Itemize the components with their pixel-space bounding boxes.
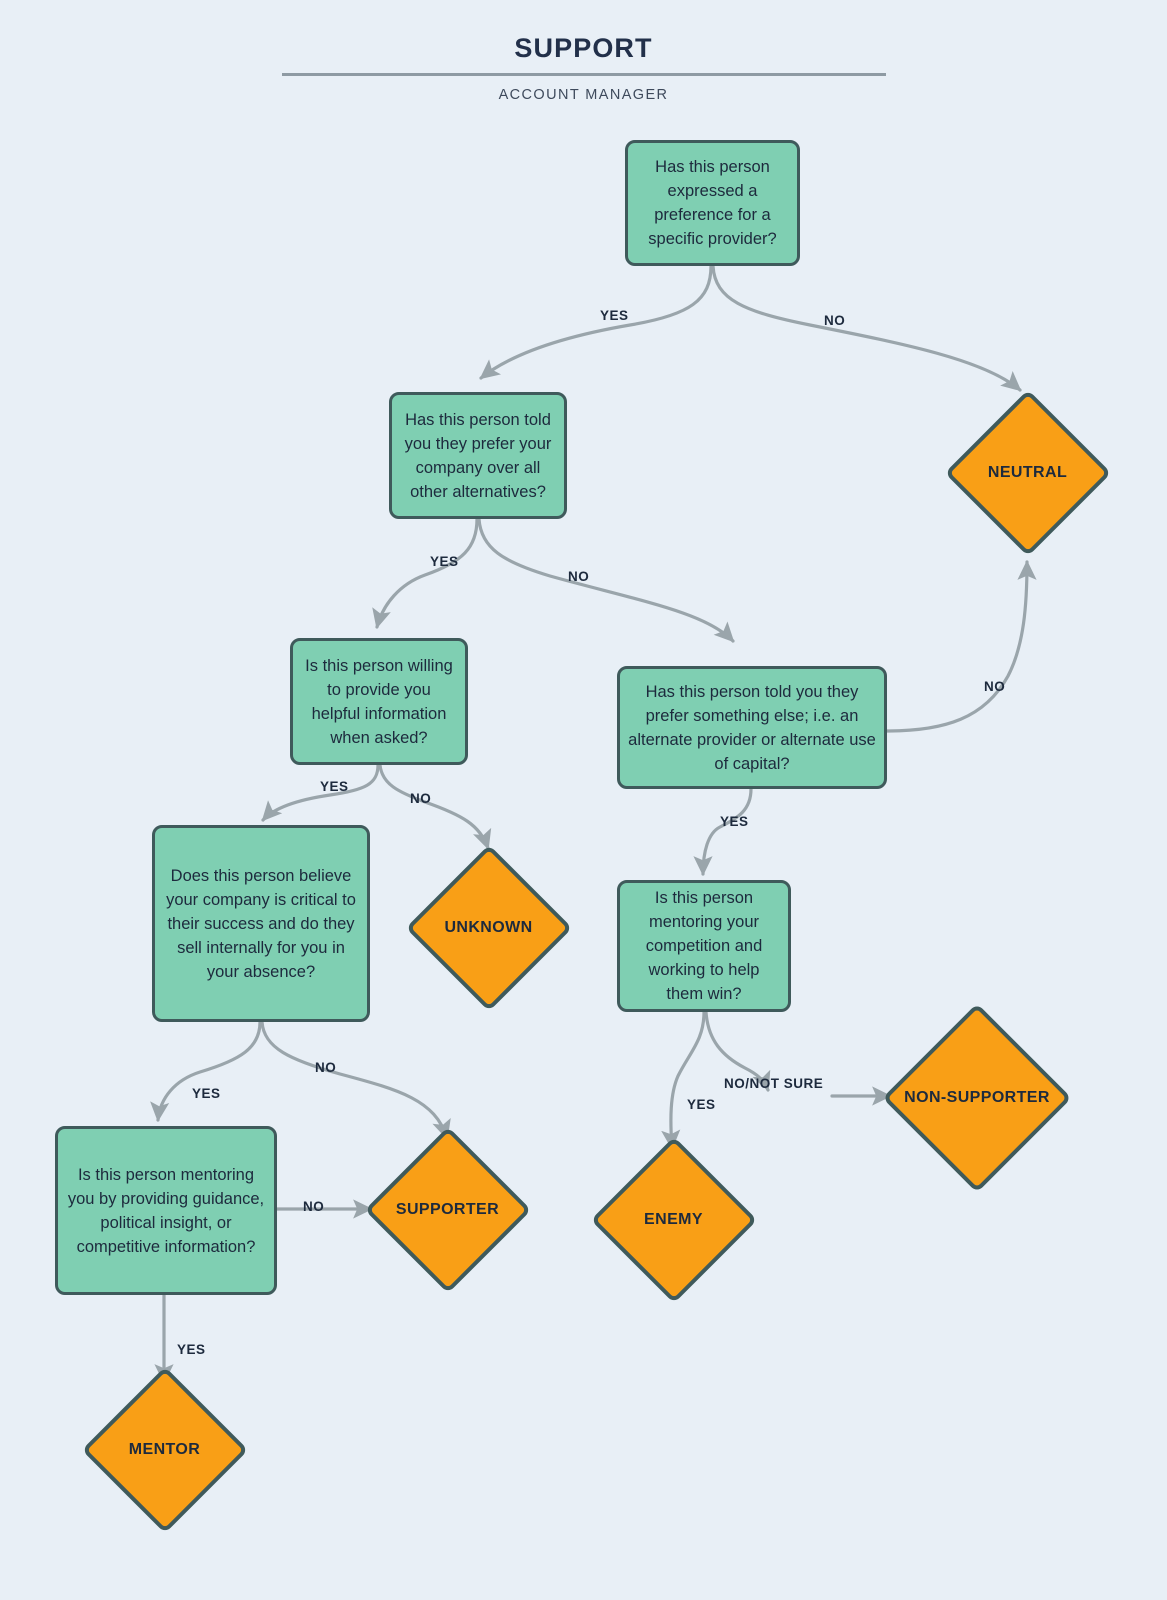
outcome-label: SUPPORTER (395, 1200, 500, 1218)
edge-q4-yes (693, 787, 753, 876)
question-node-mentoring-you[interactable]: Is this person mentoring you by providin… (55, 1126, 277, 1295)
question-node-mentoring-competition[interactable]: Is this person mentoring your competitio… (617, 880, 791, 1012)
chart-header: SUPPORT ACCOUNT MANAGER (0, 0, 1167, 103)
question-text: Is this person mentoring your competitio… (645, 889, 763, 1003)
question-text: Does this person believe your company is… (166, 866, 356, 981)
question-text: Has this person told you they prefer you… (404, 410, 552, 501)
outcome-node-non-supporter[interactable]: NON-SUPPORTER (882, 1003, 1072, 1193)
edge-q2-yes (372, 517, 479, 629)
edge-q3-no (378, 763, 492, 850)
question-node-prefer-something-else[interactable]: Has this person told you they prefer som… (617, 666, 887, 789)
edge-q4-no (885, 560, 1037, 733)
question-node-prefer-your-company[interactable]: Has this person told you they prefer you… (389, 392, 567, 519)
outcome-label: MENTOR (128, 1440, 201, 1458)
header-divider (281, 73, 886, 76)
question-node-critical-to-success[interactable]: Does this person believe your company is… (152, 825, 370, 1022)
edge-label-q6-yes: YES (687, 1097, 716, 1112)
question-node-preference[interactable]: Has this person expressed a preference f… (625, 140, 800, 266)
outcome-label: NON-SUPPORTER (904, 1089, 1050, 1106)
edge-label-q2-yes: YES (430, 554, 459, 569)
outcome-label: NEUTRAL (987, 463, 1068, 481)
question-text: Has this person expressed a preference f… (648, 158, 777, 248)
page-subtitle: ACCOUNT MANAGER (498, 87, 669, 103)
edge-q1-no (711, 264, 1022, 392)
edge-q1-yes (479, 264, 713, 380)
edge-label-q4-yes: YES (720, 814, 749, 829)
question-text: Has this person told you they prefer som… (628, 682, 876, 773)
edge-q2-no (477, 517, 735, 643)
outcome-node-neutral[interactable]: NEUTRAL (944, 389, 1111, 556)
edge-label-q3-yes: YES (320, 779, 349, 794)
page-title: SUPPORT (514, 33, 653, 63)
edge-label-q3-no: NO (410, 791, 432, 806)
outcome-label: UNKNOWN (444, 918, 533, 936)
edge-label-q5-yes: YES (192, 1086, 221, 1101)
outcome-node-enemy[interactable]: ENEMY (590, 1136, 757, 1303)
edge-label-q5-no: NO (315, 1060, 337, 1075)
edge-q6-yes (661, 1010, 706, 1150)
edge-label-q2-no: NO (568, 569, 590, 584)
edge-label-q7-yes: YES (177, 1342, 206, 1357)
edge-q5-yes (150, 1020, 262, 1122)
edge-label-q4-no: NO (984, 679, 1006, 694)
outcome-node-supporter[interactable]: SUPPORTER (364, 1126, 531, 1293)
question-text: Is this person mentoring you by providin… (67, 1165, 265, 1256)
outcome-node-unknown[interactable]: UNKNOWN (405, 844, 572, 1011)
edge-label-q1-yes: YES (600, 308, 629, 323)
edge-label-q6-no: NO/NOT SURE (724, 1076, 824, 1091)
edge-q5-no (260, 1020, 451, 1140)
edge-label-q7-no: NO (303, 1199, 325, 1214)
edge-label-q1-no: NO (824, 313, 846, 328)
outcome-label: ENEMY (644, 1210, 703, 1228)
question-node-willing-to-provide-info[interactable]: Is this person willing to provide you he… (290, 638, 468, 765)
question-text: Is this person willing to provide you he… (305, 656, 453, 747)
outcome-node-mentor[interactable]: MENTOR (81, 1366, 248, 1533)
